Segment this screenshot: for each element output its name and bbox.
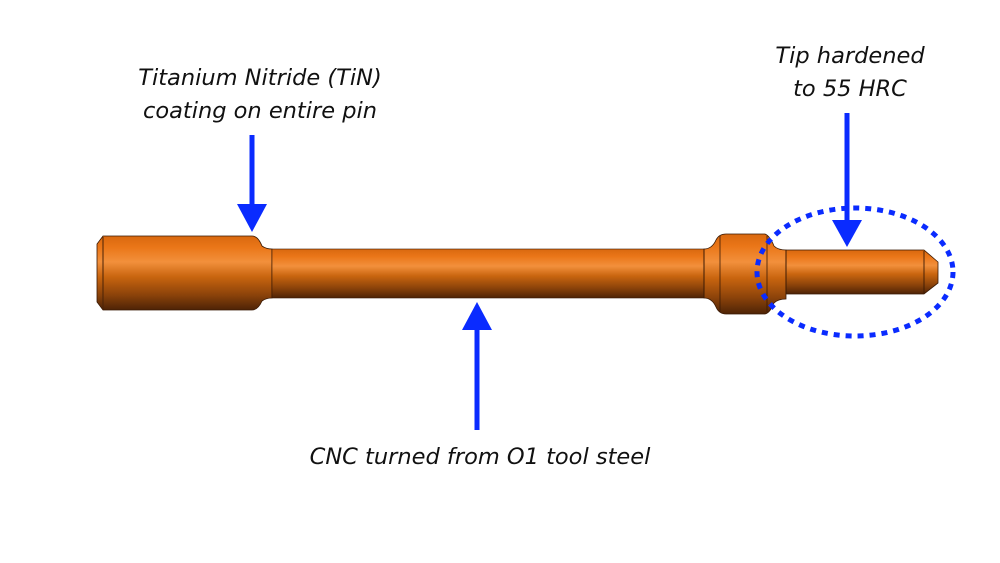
tip-hardened-label: Tip hardened to 55 HRC bbox=[735, 40, 965, 106]
pin-shaft bbox=[271, 248, 705, 299]
pin-head bbox=[96, 235, 273, 311]
tip-arrow bbox=[832, 113, 862, 247]
tin-arrow bbox=[237, 135, 267, 232]
material-arrow bbox=[462, 302, 492, 430]
tip-highlight-ellipse bbox=[754, 205, 956, 339]
pin-body bbox=[96, 233, 939, 315]
tin-coating-label: Titanium Nitride (TiN) coating on entire… bbox=[95, 62, 425, 128]
tip-hardened-line1: Tip hardened bbox=[775, 43, 925, 69]
tip-hardened-line2: to 55 HRC bbox=[793, 76, 907, 102]
material-label: CNC turned from O1 tool steel bbox=[309, 444, 651, 470]
tin-coating-line2: coating on entire pin bbox=[142, 98, 378, 124]
pin-tip bbox=[785, 249, 939, 295]
tin-coating-line1: Titanium Nitride (TiN) bbox=[138, 65, 382, 91]
pin-collar bbox=[703, 233, 787, 315]
